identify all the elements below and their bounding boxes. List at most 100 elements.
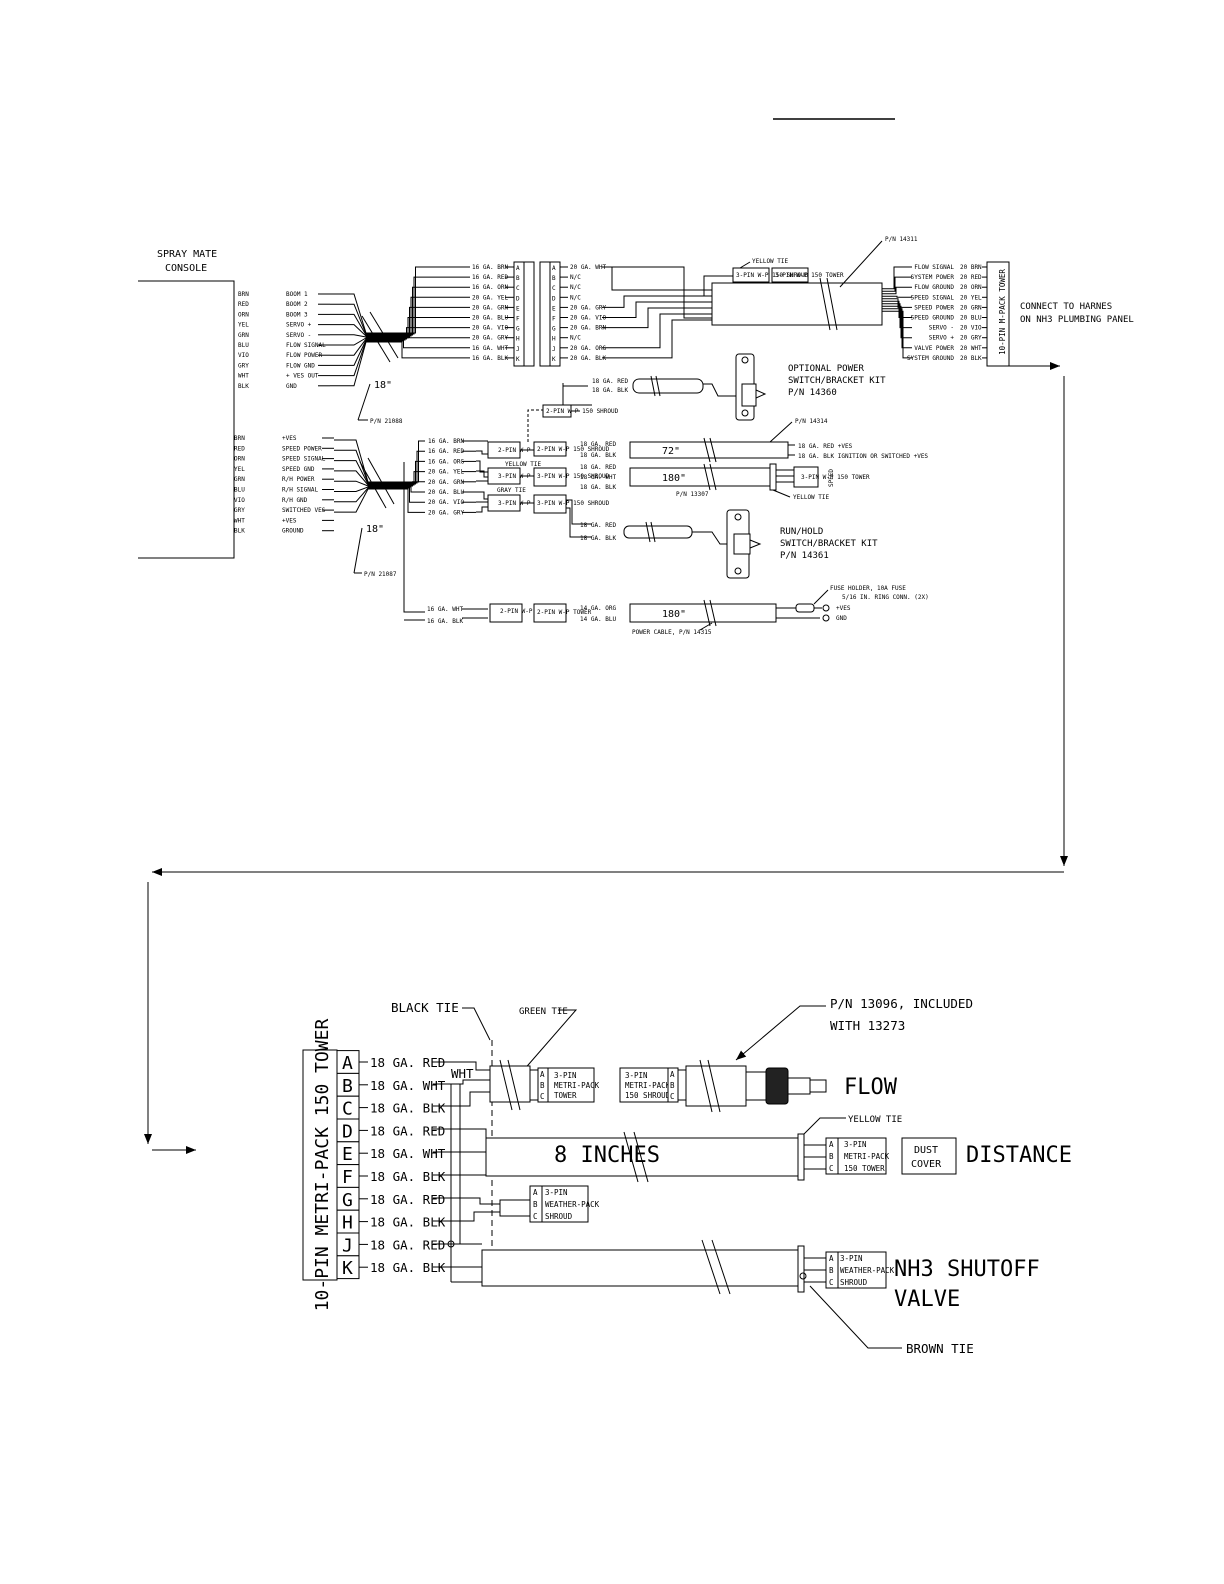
console-lower-label: R/H SIGNAL [282,487,319,494]
bottom-wire: 18 GA. RED [370,1123,445,1138]
upper-cable-signal: SPEED SIGNAL [911,294,955,301]
nh3-label-1: NH3 SHUTOFF [894,1257,1040,1282]
lower-power-wire-wht: 16 GA. WHT [427,606,464,613]
bottom-pin: B [342,1076,353,1097]
upper-pin-label-2: C [552,285,556,292]
console-upper-label: BOOM 2 [286,301,308,308]
upper-wire-label: 20 GA. YEL [472,294,509,301]
upper-wire-label: 16 GA. ORN [472,284,509,291]
console-upper-label: FLOW POWER [286,352,323,359]
console-upper-color: GRN [238,332,249,339]
console-title-2: CONSOLE [165,263,207,274]
upper-cable: P/N 14311 YELLOW TIE 3-PIN W-P 150 SHROU… [711,236,1134,367]
upper-cable-signal: SYSTEM GROUND [907,355,954,362]
flow-shroud-c: C [670,1092,675,1101]
pc-part: POWER CABLE, P/N 14315 [632,629,712,636]
upper-wire-label: 20 GA. VIO [472,325,509,332]
upper-pin-label: G [516,326,520,333]
lower-conn-b: 3-PIN W-P 150 TOWER [498,473,567,480]
upper-cable-signal: FLOW GROUND [914,284,954,291]
console-lower-color: VIO [234,497,245,504]
upper-wire-label: 16 GA. BRN [472,264,509,271]
wp-shroud-2: WEATHER-PACK [545,1200,600,1209]
console-upper-label: FLOW SIGNAL [286,342,326,349]
console-upper-label: BOOM 1 [286,291,308,298]
console-upper-color: GRY [238,362,249,369]
upper-cable-signal: FLOW SIGNAL [914,264,954,271]
upper-pin-label: C [516,285,520,292]
bottom-pin: A [342,1053,353,1074]
pc-end-ves: +VES [836,605,851,612]
cable-180a: 3-PIN W-P 150 SHROUD 18 GA. RED 18 GA. W… [533,463,870,501]
upper-cable-gauge: 20 GRY [960,335,982,342]
lower-tie-yellow: YELLOW TIE [505,461,542,468]
run-hold-kit: 3-PIN W-P 150 SHROUD 18 GA. RED 18 GA. B… [533,494,878,579]
upper-cable-gauge: 20 BRN [960,264,982,271]
power-cable: 2-PIN W-P TOWER 14 GA. ORG 14 GA. BLU 18… [533,585,929,636]
dist-b: B [829,1152,834,1161]
upper-cable-conn-left: 3-PIN W-P 150 SHROUD [736,272,809,279]
flow-shroud-a: A [670,1070,675,1079]
upper-right-wire: N/C [570,294,581,301]
upper-pin-label: F [516,316,520,323]
c180a-conn: 3-PIN W-P 150 SHROUD [537,473,610,480]
console-upper-color: WHT [238,373,249,380]
upper-pin-label-2: J [552,346,556,353]
nh3-shroud-3: SHROUD [840,1278,868,1287]
upper-right-wire: 20 GA. WHT [570,264,607,271]
lower-conn-c: 3-PIN W-P 150 TOWER [498,500,567,507]
bottom-pin: J [342,1235,353,1256]
connect-note-1: CONNECT TO HARNES [1020,302,1112,312]
part-note-1: P/N 13096, INCLUDED [830,996,973,1011]
lower-harness-fan [334,439,425,513]
console-lower-label: R/H GND [282,497,308,504]
console-title-1: SPRAY MATE [157,249,217,260]
upper-cable-signal: VALVE POWER [914,345,954,352]
console-lower-color: ORN [234,456,245,463]
console-lower-color: BLU [234,487,245,494]
dist-c: C [829,1164,834,1173]
green-tie-label: GREEN TIE [519,1007,568,1017]
console-lower-color: BRN [234,435,245,442]
c180a-part: P/N 13307 [676,491,709,498]
upper-cable-signal: SERVO - [929,325,954,332]
c72-end-1: 18 GA. RED +VES [798,443,853,450]
upper-pin-label-2: G [552,326,556,333]
flow-tower-2: METRI-PACK [554,1081,600,1090]
upper-harness-length: 18" [374,380,392,391]
upper-right-wire: 20 GA. ORG [570,345,607,352]
upper-pin-label-2: F [552,316,556,323]
wp-b: B [533,1200,538,1209]
flow-shroud-2: METRI-PACK [625,1081,671,1090]
lower-power-wire-blk: 16 GA. BLK [427,618,464,625]
rh-label-1: RUN/HOLD [780,527,823,537]
console-lower-color: GRY [234,507,245,514]
connect-note-2: ON NH3 PLUMBING PANEL [1020,315,1134,325]
lower-wire-label: 16 GA. BRN [428,438,465,445]
upper-harness-fan [330,266,470,387]
lower-conn-a: 2-PIN W-P 150 TOWER [498,447,567,454]
c180a-tie: YELLOW TIE [793,494,830,501]
opt-wire-blk: 18 GA. BLK [592,387,629,394]
lower-wire-label: 20 GA. VIO [428,499,465,506]
flow-tower-b: B [540,1081,545,1090]
distance-label: DISTANCE [966,1143,1072,1168]
rh-label-2: SWITCH/BRACKET KIT [780,539,878,549]
nh3-a: A [829,1254,834,1263]
dist-tower-1: 3-PIN [844,1140,867,1149]
upper-wire-label: 20 GA. GRN [472,304,509,311]
console-upper-label: FLOW GND [286,362,315,369]
routing-arrows [144,362,1068,1154]
upper-right-wire: 20 GA. VIO [570,315,607,322]
upper-wire-label: 16 GA. WHT [472,345,509,352]
c72-end-2: 18 GA. BLK IGNITION OR SWITCHED +VES [798,453,928,460]
flow-shroud-b: B [670,1081,675,1090]
console-lower-color: YEL [234,466,245,473]
console-lower-color: WHT [234,517,245,524]
upper-right-wire: N/C [570,335,581,342]
